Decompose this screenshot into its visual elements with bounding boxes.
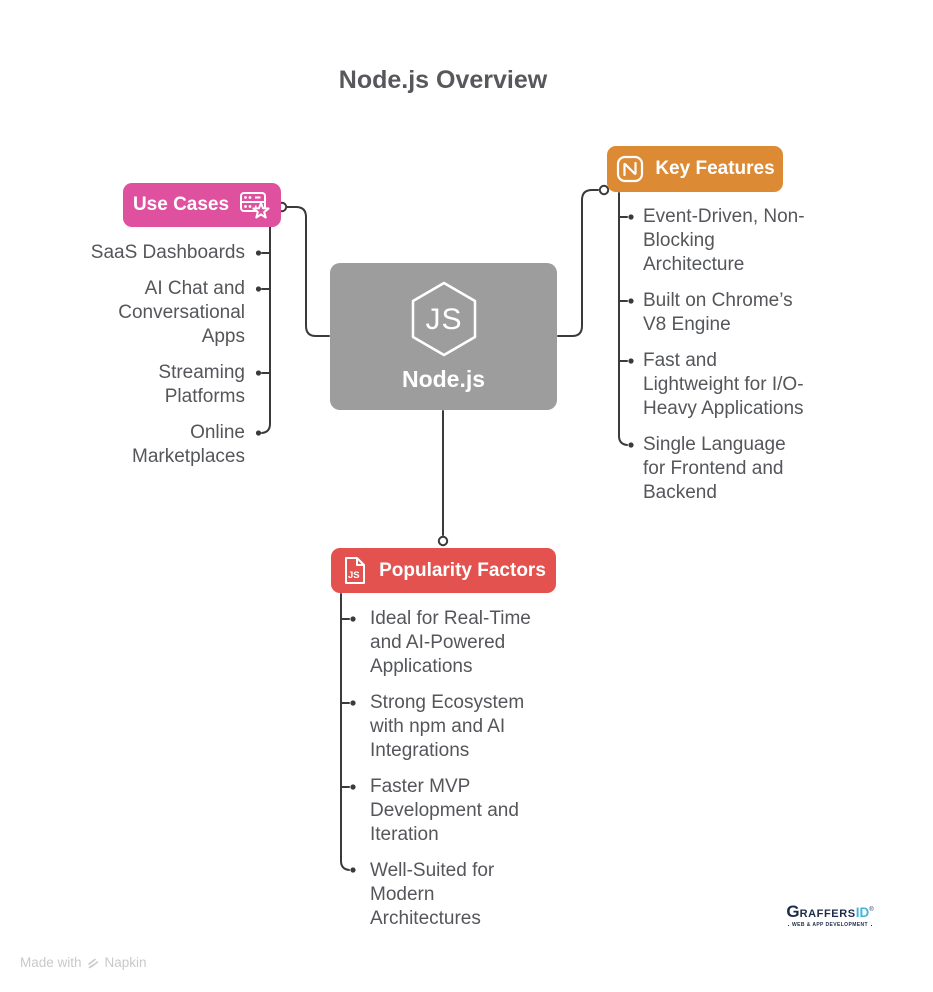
tick-dot: [255, 370, 262, 376]
use-cases-spine: [261, 226, 271, 434]
branch-use-cases: Use Cases: [123, 183, 281, 227]
server-star-icon: [240, 192, 270, 219]
branch-key-features: Key Features: [607, 146, 783, 192]
anchor-dot: [598, 184, 610, 196]
popularity-spine: [340, 593, 350, 871]
branch-use-cases-label: Use Cases: [132, 194, 230, 215]
branch-key-features-label: Key Features: [655, 158, 775, 179]
key-feature-item: Single Language for Frontend and Backend: [643, 434, 786, 503]
graffersid-g: G: [786, 902, 800, 921]
use-case-item: AI Chat and Conversational Apps: [118, 278, 245, 347]
js-file-icon: JS: [345, 557, 366, 584]
nodejs-hexagon-text: JS: [425, 303, 462, 336]
popularity-item: Ideal for Real-Time and AI-Powered Appli…: [370, 608, 531, 677]
use-case-item: SaaS Dashboards: [90, 242, 245, 263]
tick-dot: [628, 442, 634, 448]
graffersid-tagline: WEB & APP DEVELOPMENT: [788, 923, 872, 928]
node-n-icon: [617, 155, 644, 183]
tick-dot: [350, 700, 356, 706]
napkin-brand-text: Napkin: [104, 955, 147, 970]
branch-popularity-factors: JS Popularity Factors: [331, 548, 556, 593]
key-feature-item: Event-Driven, Non- Blocking Architecture: [643, 206, 805, 275]
tick-dot: [255, 430, 262, 436]
napkin-logo-icon: [87, 958, 98, 969]
popularity-item: Well-Suited for Modern Architectures: [370, 860, 495, 929]
tick-dot: [255, 286, 262, 292]
popularity-item: Faster MVP Development and Iteration: [370, 776, 519, 845]
key-feature-item: Built on Chrome’s V8 Engine: [643, 290, 793, 335]
tick-dot: [628, 214, 634, 220]
tick-dot: [628, 358, 634, 364]
tick-dot: [255, 250, 262, 256]
use-cases-curve: [286, 206, 330, 337]
tick-dot: [350, 784, 356, 790]
tick-dot: [350, 616, 356, 622]
page-title: Node.js Overview: [338, 66, 548, 94]
center-node-nodejs: JS Node.js: [330, 263, 557, 410]
use-case-item: Streaming Platforms: [158, 362, 245, 407]
made-with-text: Made with: [20, 955, 82, 970]
branch-popularity-factors-label: Popularity Factors: [379, 559, 546, 581]
key-features-curve: [557, 189, 599, 337]
graffersid-rest: RAFFERS: [799, 908, 856, 920]
anchor-dot: [437, 535, 449, 547]
popularity-item: Strong Ecosystem with npm and AI Integra…: [370, 692, 525, 761]
graffersid-id: ID: [855, 905, 870, 920]
center-node-label: Node.js: [401, 366, 486, 392]
made-with-napkin-watermark: Made with Napkin: [20, 955, 147, 970]
tick-dot: [350, 867, 356, 873]
js-file-icon-text: JS: [348, 570, 360, 581]
nodejs-hexagon-icon: JS: [411, 281, 476, 357]
registered-mark: ®: [869, 907, 874, 913]
key-features-spine: [618, 192, 628, 446]
use-case-item: Online Marketplaces: [132, 422, 245, 467]
tick-dot: [628, 298, 634, 304]
key-feature-item: Fast and Lightweight for I/O- Heavy Appl…: [643, 350, 804, 419]
